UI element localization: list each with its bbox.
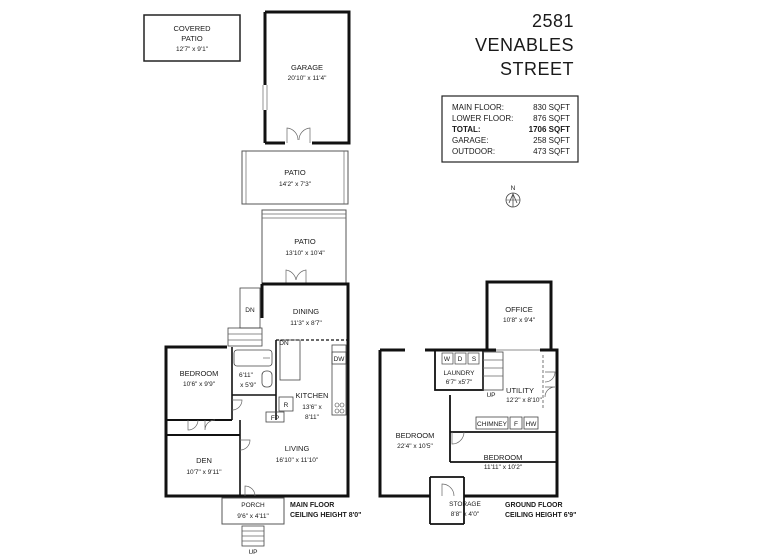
svg-text:6'7" x5'7": 6'7" x5'7"	[446, 379, 473, 386]
svg-text:D: D	[458, 356, 463, 363]
address-line-2: VENABLES	[475, 35, 574, 55]
area-label-total: TOTAL:	[452, 125, 481, 134]
label-bath: 6'11"	[239, 372, 254, 379]
svg-text:FP: FP	[271, 415, 279, 422]
area-value-garage: 258 SQFT	[533, 136, 570, 145]
svg-text:PATIO: PATIO	[294, 237, 316, 246]
area-label-main: MAIN FLOOR:	[452, 103, 504, 112]
label-den: DEN	[196, 456, 212, 465]
area-value-lower: 876 SQFT	[533, 114, 570, 123]
room-patio-upper: PATIO 14'2" x 7'3"	[241, 150, 349, 205]
svg-text:10'8" x 9'4": 10'8" x 9'4"	[503, 317, 536, 324]
svg-text:DN: DN	[279, 340, 289, 347]
ground-floor-label: GROUND FLOOR	[505, 502, 563, 509]
label-utility: UTILITY	[506, 386, 534, 395]
svg-text:W: W	[444, 356, 451, 363]
area-value-total: 1706 SQFT	[529, 125, 570, 134]
address-line-1: 2581	[532, 11, 574, 31]
main-floor-ceiling: CEILING HEIGHT 8'0"	[290, 512, 362, 519]
area-value-main: 830 SQFT	[533, 103, 570, 112]
svg-text:8'11": 8'11"	[305, 414, 320, 421]
label-dining: DINING	[293, 307, 319, 316]
ground-floor-ceiling: CEILING HEIGHT 6'9"	[505, 512, 577, 519]
svg-text:N: N	[511, 185, 516, 192]
svg-text:UP: UP	[486, 392, 495, 399]
area-summary-box: MAIN FLOOR: 830 SQFT LOWER FLOOR: 876 SQ…	[441, 95, 579, 163]
label-laundry: LAUNDRY	[444, 370, 476, 377]
label-office: OFFICE	[505, 305, 533, 314]
svg-text:11'11" x 10'2": 11'11" x 10'2"	[484, 464, 523, 471]
label-bedroom-main: BEDROOM	[180, 369, 219, 378]
room-garage: GARAGE 20'10" x 11'4"	[262, 10, 351, 145]
area-value-outdoor: 473 SQFT	[533, 147, 570, 156]
area-label-lower: LOWER FLOOR:	[452, 114, 513, 123]
svg-text:9'6" x 4'11": 9'6" x 4'11"	[237, 513, 269, 520]
svg-text:R: R	[284, 402, 289, 409]
svg-text:PATIO: PATIO	[181, 34, 203, 43]
svg-text:10'6" x 9'9": 10'6" x 9'9"	[183, 381, 216, 388]
svg-text:UP: UP	[248, 549, 257, 556]
svg-text:COVERED: COVERED	[173, 24, 211, 33]
svg-text:12'7" x 9'1": 12'7" x 9'1"	[176, 46, 209, 53]
svg-text:F: F	[514, 421, 518, 428]
compass-icon: N	[505, 185, 521, 208]
svg-text:8'8" x 4'0": 8'8" x 4'0"	[451, 511, 480, 518]
svg-text:HW: HW	[526, 421, 538, 428]
svg-text:12'2" x 8'10": 12'2" x 8'10"	[506, 397, 542, 404]
area-label-outdoor: OUTDOOR:	[452, 147, 495, 156]
room-patio-lower: PATIO 13'10" x 10'4"	[261, 209, 347, 285]
svg-text:11'3" x 8'7": 11'3" x 8'7"	[290, 320, 322, 327]
label-bedroom-lower-right: BEDROOM	[484, 453, 523, 462]
room-porch: PORCH 9'6" x 4'11" UP	[221, 497, 285, 556]
svg-text:10'7" x 9'11": 10'7" x 9'11"	[186, 469, 222, 476]
svg-text:GARAGE: GARAGE	[291, 63, 323, 72]
svg-text:CHIMNEY: CHIMNEY	[477, 421, 508, 428]
svg-text:20'10" x 11'4": 20'10" x 11'4"	[288, 75, 327, 82]
room-covered-patio: COVERED PATIO 12'7" x 9'1"	[143, 14, 241, 62]
svg-text:PATIO: PATIO	[284, 168, 306, 177]
address-line-3: STREET	[500, 59, 574, 79]
label-kitchen: KITCHEN	[296, 391, 329, 400]
svg-text:22'4" x 10'5": 22'4" x 10'5"	[397, 443, 433, 450]
svg-text:PORCH: PORCH	[241, 502, 265, 509]
lower-floor: OFFICE 10'8" x 9'4" W D S LAUNDRY 6'7" x…	[378, 280, 559, 525]
svg-text:13'6" x: 13'6" x	[302, 404, 322, 411]
label-living: LIVING	[285, 444, 310, 453]
label-storage: STORAGE	[449, 501, 481, 508]
label-bedroom-lower-left: BEDROOM	[396, 431, 435, 440]
svg-text:x 5'9": x 5'9"	[240, 382, 257, 389]
svg-text:14'2" x 7'3": 14'2" x 7'3"	[279, 181, 312, 188]
svg-text:13'10" x 10'4": 13'10" x 10'4"	[285, 250, 325, 257]
main-floor: DN R FP DW DN	[164, 282, 350, 498]
main-floor-label: MAIN FLOOR	[290, 502, 334, 509]
svg-text:DW: DW	[334, 356, 346, 363]
svg-text:16'10" x 11'10": 16'10" x 11'10"	[276, 457, 319, 464]
area-label-garage: GARAGE:	[452, 136, 488, 145]
svg-text:S: S	[472, 356, 477, 363]
svg-text:DN: DN	[245, 307, 255, 314]
